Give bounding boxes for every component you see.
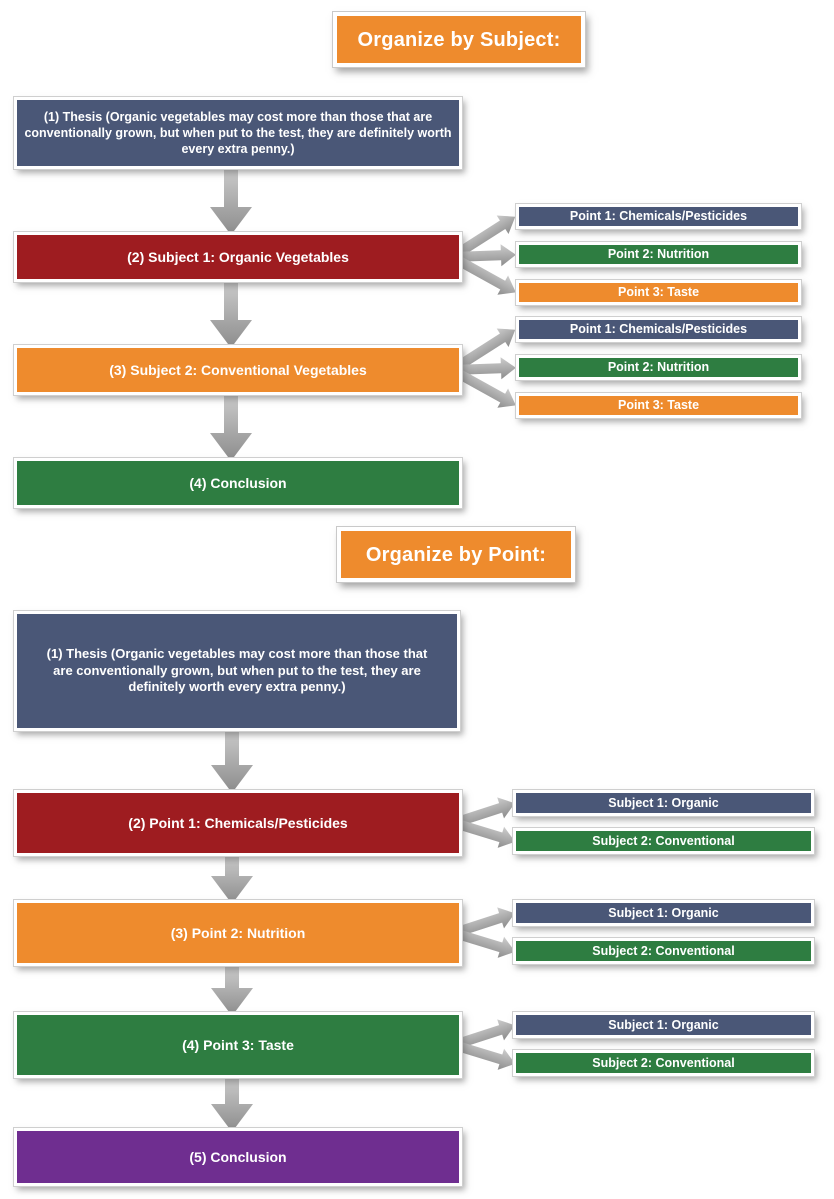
section2-subject2-box: Subject 2: Conventional xyxy=(513,1050,814,1076)
section2-thesis-box: (1) Thesis (Organic vegetables may cost … xyxy=(14,611,460,731)
fan-arrows-icon xyxy=(452,896,518,970)
section1-thesis-box: (1) Thesis (Organic vegetables may cost … xyxy=(14,97,462,169)
section1-subject2-box: (3) Subject 2: Conventional Vegetables xyxy=(14,345,462,395)
section1-subject1-box: (2) Subject 1: Organic Vegetables xyxy=(14,232,462,282)
section1-point1-box: Point 1: Chemicals/Pesticides xyxy=(516,317,801,342)
section2-subject2-box: Subject 2: Conventional xyxy=(513,828,814,854)
section2-subject2-box: Subject 2: Conventional xyxy=(513,938,814,964)
down-arrow-icon xyxy=(210,966,254,1016)
section2-title: Organize by Point: xyxy=(337,527,575,582)
down-arrow-icon xyxy=(210,854,254,904)
section1-conclusion-box: (4) Conclusion xyxy=(14,458,462,508)
section1-point2-box: Point 2: Nutrition xyxy=(516,242,801,267)
down-arrow-icon xyxy=(209,167,253,235)
fan-arrows-icon xyxy=(450,311,522,423)
fan-arrows-icon xyxy=(450,198,522,310)
down-arrow-icon xyxy=(210,728,254,793)
section1-title: Organize by Subject: xyxy=(333,12,585,67)
section2-conclusion-box: (5) Conclusion xyxy=(14,1128,462,1186)
section2-subject1-box: Subject 1: Organic xyxy=(513,1012,814,1038)
section2-subject1-box: Subject 1: Organic xyxy=(513,900,814,926)
down-arrow-icon xyxy=(209,393,253,461)
section2-point1-box: (2) Point 1: Chemicals/Pesticides xyxy=(14,790,462,856)
down-arrow-icon xyxy=(210,1076,254,1132)
section1-point3-box: Point 3: Taste xyxy=(516,280,801,305)
section1-point3-box: Point 3: Taste xyxy=(516,393,801,418)
section1-point2-box: Point 2: Nutrition xyxy=(516,355,801,380)
fan-arrows-icon xyxy=(452,786,518,860)
section2-point2-box: (3) Point 2: Nutrition xyxy=(14,900,462,966)
fan-arrows-icon xyxy=(452,1008,518,1082)
section1-point1-box: Point 1: Chemicals/Pesticides xyxy=(516,204,801,229)
section2-point3-box: (4) Point 3: Taste xyxy=(14,1012,462,1078)
down-arrow-icon xyxy=(209,280,253,348)
section2-subject1-box: Subject 1: Organic xyxy=(513,790,814,816)
